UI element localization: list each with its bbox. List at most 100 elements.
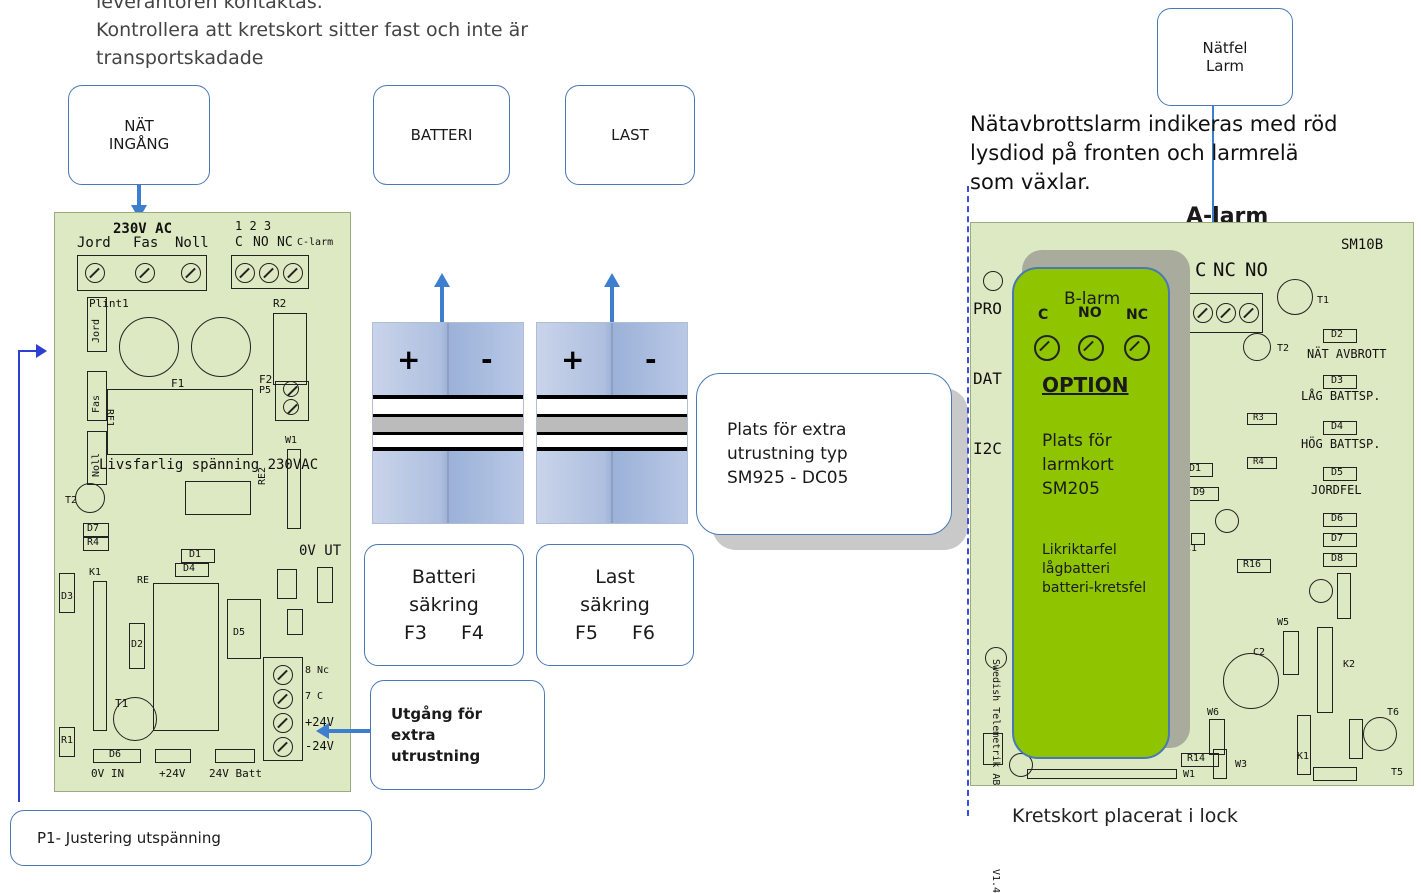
relay-no-label: NO bbox=[253, 235, 269, 250]
screw-icon bbox=[259, 263, 279, 283]
alarm-line-1: Nätavbrottslarm indikeras med röd bbox=[970, 112, 1338, 136]
batteri-plus: + bbox=[397, 343, 421, 376]
d4-label: D4 bbox=[1331, 421, 1344, 432]
utgang-label: Utgång för extra utrustning bbox=[391, 704, 483, 765]
screw-icon bbox=[1034, 335, 1060, 361]
relay-terminal-block bbox=[231, 255, 309, 289]
d4-diode bbox=[175, 563, 209, 577]
natfel-larm-callout: Nätfel Larm bbox=[1157, 8, 1293, 106]
re1-relay bbox=[107, 389, 253, 455]
r15-resistor bbox=[983, 733, 1003, 765]
last-label: LAST bbox=[611, 126, 649, 144]
d7-label: D7 bbox=[87, 523, 100, 534]
r1-resistor bbox=[59, 727, 75, 757]
plats-label: Plats för larmkort SM205 bbox=[1042, 431, 1114, 499]
d9-label: D9 bbox=[1193, 487, 1206, 498]
lid-guide-line bbox=[967, 186, 969, 816]
t1-label: T1 bbox=[1317, 295, 1330, 306]
b-no-label: NO bbox=[1078, 305, 1102, 321]
r14-label: R14 bbox=[1187, 753, 1206, 764]
t2-label: T2 bbox=[1277, 343, 1290, 354]
jordfel-label: JORDFEL bbox=[1311, 483, 1362, 497]
d8-led bbox=[1323, 553, 1357, 567]
w1-component bbox=[287, 449, 301, 529]
r4-label: R4 bbox=[87, 537, 100, 548]
d1-diode bbox=[181, 549, 215, 563]
screw-icon bbox=[283, 381, 299, 397]
p1-arrow-head bbox=[36, 344, 47, 358]
batteri-fuse-ids: F3 F4 bbox=[404, 619, 484, 647]
d3-label: D3 bbox=[61, 591, 74, 602]
output-terminal-block bbox=[263, 657, 303, 761]
intro-line-1: leverantören kontaktas. bbox=[96, 0, 323, 13]
d2-led bbox=[1323, 329, 1357, 343]
d6-led bbox=[1323, 513, 1357, 527]
lag-batt-label: LÅG BATTSP. bbox=[1301, 389, 1381, 403]
d3-diode bbox=[59, 573, 75, 613]
side-jord-label: Jord bbox=[91, 318, 102, 343]
b-nc-label: NC bbox=[1126, 307, 1148, 323]
batteri-sakring-line-2: säkring bbox=[409, 594, 479, 616]
version-label: V1.4 bbox=[990, 869, 1001, 893]
batteri-sakring-callout: Batteri säkring F3 F4 bbox=[364, 544, 524, 666]
last-fuse-ids: F5 F6 bbox=[575, 619, 655, 647]
screw-icon bbox=[273, 689, 293, 709]
hog-batt-label: HÖG BATTSP. bbox=[1301, 437, 1381, 451]
t1-transistor bbox=[113, 697, 157, 741]
k1-label: K1 bbox=[89, 567, 102, 578]
screw-icon bbox=[283, 263, 303, 283]
r4-resistor bbox=[83, 537, 109, 551]
batteri-sakring-line-1: Batteri bbox=[411, 566, 477, 588]
alarm-line-2: lysdiod på fronten och larmrelä bbox=[970, 141, 1299, 165]
ov-in-pad bbox=[93, 749, 141, 763]
mains-terminal-block bbox=[77, 255, 207, 291]
batt24-label: 24V Batt bbox=[209, 767, 262, 780]
d7-label: D7 bbox=[1331, 533, 1344, 544]
r1-label: R1 bbox=[61, 735, 74, 746]
re-relay bbox=[153, 583, 219, 731]
screw-icon bbox=[283, 399, 299, 415]
utgang-arrow-head bbox=[316, 723, 329, 739]
screw-icon bbox=[1193, 303, 1213, 323]
batteri-minus: - bbox=[481, 343, 493, 376]
re-label: RE bbox=[137, 575, 150, 586]
d6-label: D6 bbox=[109, 749, 122, 760]
c1-label: C1 bbox=[1185, 543, 1198, 554]
screw-icon bbox=[85, 263, 105, 283]
r3-resistor bbox=[1247, 413, 1277, 425]
w5-label: W5 bbox=[1277, 617, 1290, 628]
screw-icon bbox=[273, 713, 293, 733]
warning-label: Livsfarlig spänning 230VAC bbox=[99, 457, 319, 473]
last-sakring-line-2: säkring bbox=[580, 594, 650, 616]
led-component bbox=[1215, 509, 1239, 533]
natfel-arrow bbox=[1212, 106, 1214, 230]
last-fuse-holder: + - bbox=[536, 322, 688, 524]
d8-label: D8 bbox=[1331, 553, 1344, 564]
screw-icon bbox=[1239, 303, 1259, 323]
intro-line-2: Kontrollera att kretskort sitter fast oc… bbox=[96, 19, 529, 41]
d5-diode bbox=[227, 599, 261, 659]
last-plus: + bbox=[561, 343, 585, 376]
d3-label: D3 bbox=[1331, 375, 1344, 386]
p24v-label: +24V bbox=[159, 767, 186, 780]
re2-relay bbox=[185, 481, 251, 515]
alarm-line-3: som växlar. bbox=[970, 170, 1091, 194]
f1-fuse-holder bbox=[119, 317, 179, 377]
screw-icon bbox=[1078, 335, 1104, 361]
r4-resistor bbox=[1247, 457, 1277, 469]
t2-transistor bbox=[1243, 333, 1271, 361]
p1-label: P1- Justering utspänning bbox=[37, 829, 221, 847]
b-larm-label: B-larm bbox=[1064, 289, 1121, 309]
screw-icon bbox=[1216, 303, 1236, 323]
t5-label: T5 bbox=[1391, 767, 1404, 778]
f6-label: F6 bbox=[632, 622, 656, 644]
mount-hole bbox=[1009, 753, 1033, 777]
a-nc-label: NC bbox=[1213, 259, 1236, 281]
nat-ingang-line-2: INGÅNG bbox=[108, 135, 170, 153]
nat-ingang-callout: NÄT INGÅNG bbox=[68, 85, 210, 185]
k1-component bbox=[93, 581, 107, 731]
k2-label: K2 bbox=[1343, 659, 1356, 670]
c1-capacitor bbox=[1191, 533, 1205, 545]
k1-relay bbox=[1297, 715, 1311, 775]
mount-hole bbox=[985, 647, 1007, 669]
